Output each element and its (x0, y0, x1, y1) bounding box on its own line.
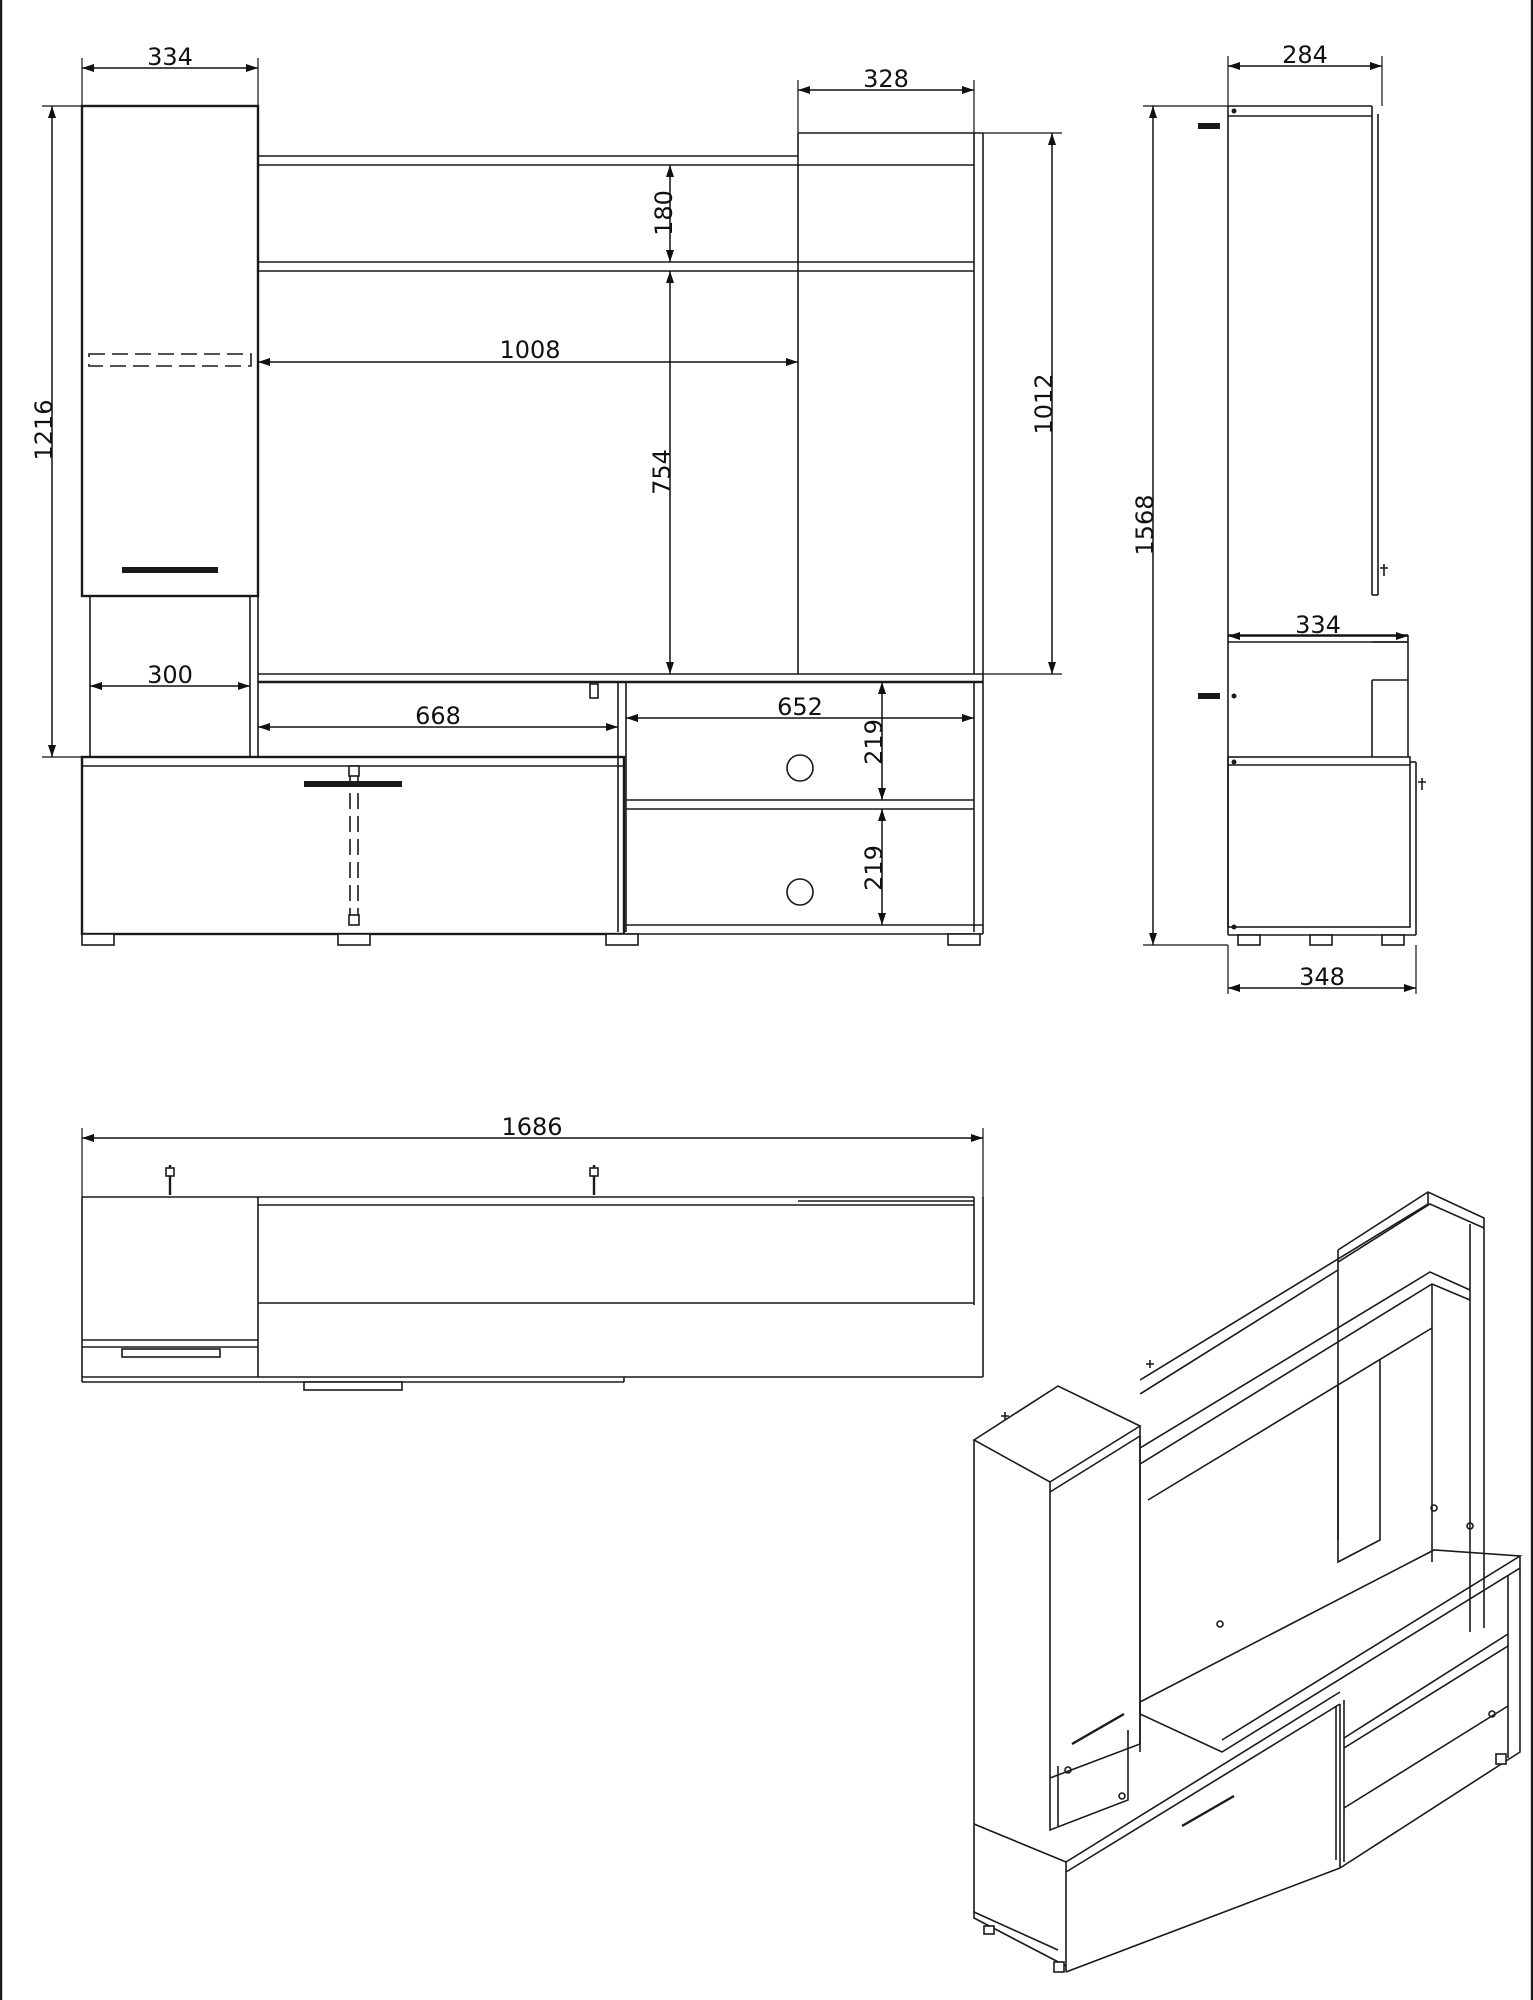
iso-screw (1466, 1522, 1474, 1530)
iso-screw (1064, 1766, 1072, 1774)
foot (1381, 934, 1405, 946)
dim-tv-opening-width: 1008 (499, 336, 560, 364)
iso-tower-top-edge (1337, 1203, 1485, 1264)
screw (1231, 693, 1237, 699)
foot (337, 933, 371, 946)
dim-lower-shelf-height: 219 (860, 845, 888, 891)
iso-mid-shelf-back (1343, 1633, 1509, 1739)
side-view: 284 1568 334 348 (1131, 41, 1426, 994)
cable-hole-upper (786, 754, 814, 782)
dim-side-base-depth: 348 (1299, 963, 1345, 991)
dim-tv-opening-height: 754 (648, 449, 676, 495)
dim-side-mid-depth: 334 (1295, 611, 1341, 639)
dim-upper-shelf-height: 219 (860, 719, 888, 765)
screw (1231, 759, 1237, 765)
iso-tv-shelf-top (1139, 1549, 1523, 1741)
iso-top-shelf-front (1139, 1269, 1339, 1395)
foot (605, 933, 639, 946)
iso-foot (1053, 1961, 1065, 1973)
iso-base-plinth (973, 1911, 1059, 1951)
dim-side-total-height: 1568 (1131, 494, 1159, 555)
dim-tower-height: 1012 (1030, 373, 1058, 434)
front-view: 334 328 180 1008 754 1012 1216 300 668 (30, 43, 1062, 946)
iso-door-handle (1071, 1712, 1125, 1746)
iso-drawer-handle (1181, 1794, 1235, 1828)
dim-left-total-height: 1216 (30, 399, 58, 460)
dim-shelf-width: 652 (777, 693, 823, 721)
dim-side-top-depth: 284 (1282, 41, 1328, 69)
iso-screw (1216, 1620, 1224, 1628)
iso-drawer-top-front (1065, 1703, 1341, 1873)
foot (1237, 934, 1261, 946)
drawer-bracket-top (348, 765, 360, 777)
foot (947, 933, 981, 946)
iso-base-right (1339, 1568, 1521, 1869)
dim-drawer-width: 668 (415, 702, 461, 730)
iso-mid-shelf-front (1343, 1645, 1509, 1749)
iso-drawer-bottom (1065, 1867, 1341, 1973)
iso-wall-bracket (1146, 1360, 1154, 1368)
iso-top-shelf-back (1139, 1203, 1429, 1381)
cable-hole-lower (786, 878, 814, 906)
iso-bottom-shelf (1343, 1705, 1509, 1809)
screw (1231, 924, 1237, 930)
iso-base-left-side (973, 1824, 1067, 1967)
iso-cabinet-right (1049, 1426, 1141, 1779)
screw (1231, 108, 1237, 114)
wall-bracket (1198, 693, 1220, 699)
hinge-mark (1380, 564, 1388, 576)
iso-niche (1049, 1730, 1129, 1832)
bracket-screw (165, 1167, 175, 1177)
top-view: 1686 (81, 1113, 984, 1391)
iso-drawer-top-back (973, 1691, 1341, 1863)
drawer-bracket-bottom (348, 914, 360, 926)
top-drawer-handle (303, 1381, 403, 1391)
iso-cabinet-top (972, 1385, 1142, 1483)
dim-top-total-width: 1686 (501, 1113, 562, 1141)
iso-inner-tower (1337, 1360, 1381, 1564)
isometric-view (972, 1191, 1523, 1973)
iso-back-panel-line (1147, 1327, 1433, 1501)
iso-screw (1430, 1504, 1438, 1512)
iso-second-shelf-back (1139, 1271, 1471, 1449)
foot (81, 933, 115, 946)
iso-cabinet-door-top (1049, 1435, 1141, 1493)
iso-tv-shelf-edge (1139, 1556, 1521, 1753)
cable-clip (589, 683, 599, 699)
hidden-shelf-dashed (88, 353, 252, 367)
dim-right-tower-width: 328 (863, 65, 909, 93)
dim-open-niche-width: 300 (147, 661, 193, 689)
foot (1309, 934, 1333, 946)
iso-second-shelf-front (1139, 1283, 1471, 1465)
bracket-screw (589, 1167, 599, 1177)
iso-wall-bracket (1001, 1412, 1009, 1420)
iso-foot (983, 1925, 995, 1935)
drawer-handle-mark (1418, 778, 1426, 790)
iso-tower-back (1337, 1191, 1485, 1628)
iso-screw (1488, 1710, 1496, 1718)
iso-foot (1495, 1753, 1507, 1765)
wall-bracket (1198, 123, 1220, 129)
dim-left-cabinet-width: 334 (147, 43, 193, 71)
left-cabinet-door (80, 104, 260, 598)
side-base (1227, 756, 1411, 928)
top-door-handle (121, 1348, 221, 1358)
dim-top-shelf-gap: 180 (650, 190, 678, 236)
iso-screw (1118, 1792, 1126, 1800)
